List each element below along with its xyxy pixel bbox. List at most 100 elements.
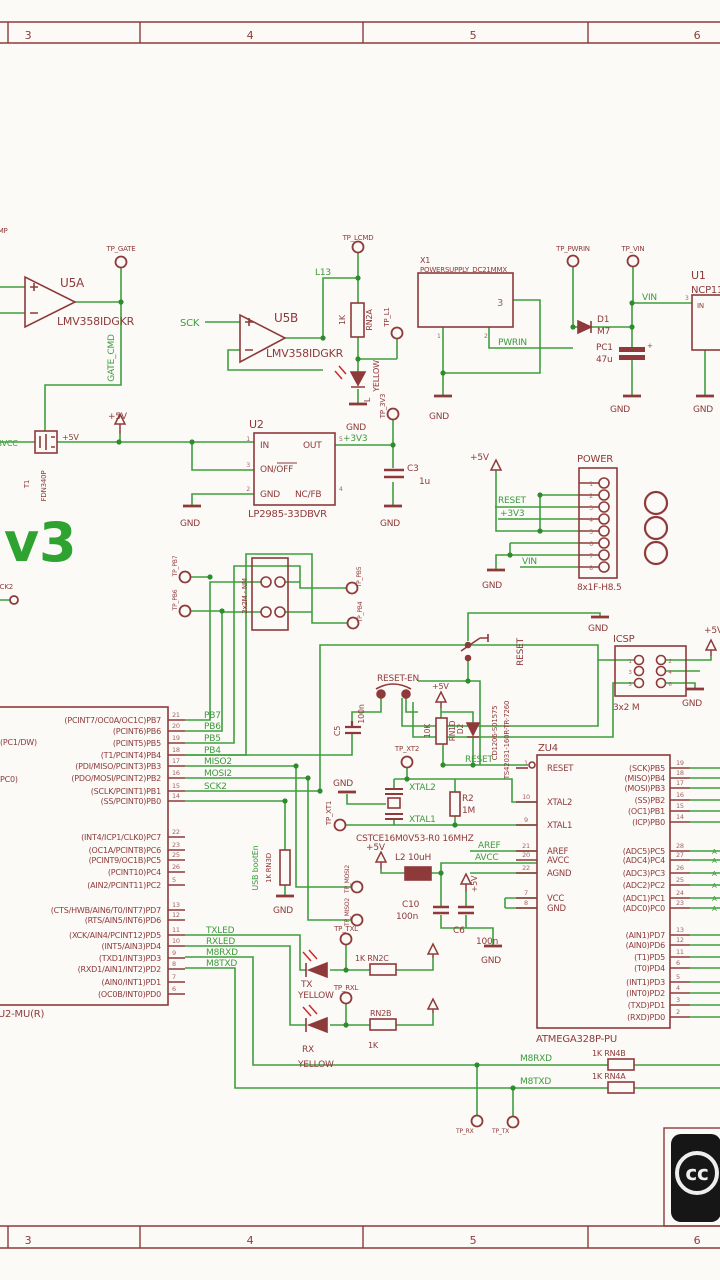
- u16-right-(SCLK/PCINT1)PB1: (SCLK/PCINT1)PB1: [91, 787, 161, 796]
- u16-frag-pc1: (PC1/DW): [0, 738, 37, 747]
- u16-right-pin-21: 21: [172, 711, 180, 719]
- tp-vin: [626, 254, 640, 268]
- rn3d-label: 1K RN3D: [265, 853, 273, 883]
- power-pin-2: [598, 489, 610, 501]
- r2-name: R2: [462, 794, 474, 804]
- u16-right-(TXD1/INT3)PD3: (TXD1/INT3)PD3: [99, 954, 161, 963]
- tp-pb6: [178, 604, 192, 618]
- tp-rx: [470, 1114, 484, 1128]
- zu4-reset-inv-pin: [528, 761, 536, 769]
- zu4-right-(SS)PB2: (SS)PB2: [635, 796, 666, 805]
- zu4-net-frag: A: [712, 895, 717, 903]
- power-pin-num-7: 7: [589, 553, 593, 560]
- u16-right-pin-7: 7: [172, 973, 176, 981]
- rn2a-value: 1K: [338, 314, 347, 325]
- u2-gnd-left: GND: [180, 519, 200, 529]
- zu4-right-pin-18: 18: [676, 769, 684, 777]
- rn3d-gnd: GND: [273, 906, 293, 916]
- d1-part: M7: [597, 327, 610, 337]
- rail-5v: +5V: [108, 412, 128, 422]
- power-pin-num-1: 1: [589, 481, 593, 488]
- icsp-pin-num-3: 3: [628, 670, 632, 676]
- u16-right-pin-23: 23: [172, 841, 180, 849]
- u1-in: IN: [697, 302, 704, 310]
- power-pin-num-6: 6: [589, 541, 593, 548]
- labels-layer: 34563456CMPU5ALMV358IDGKRTP_GATEGATE_CMD…: [0, 29, 720, 1247]
- zu4-right-pin-27: 27: [676, 851, 684, 859]
- u16-right-pin-19: 19: [172, 734, 180, 742]
- cap-c6: [458, 905, 474, 915]
- u2-gnd: GND: [260, 490, 280, 500]
- power-pin-num-4: 4: [589, 517, 593, 524]
- ruler-bottom-3: 3: [25, 1234, 32, 1247]
- l2-label: L2 10uH: [395, 853, 431, 863]
- net-reset-power: RESET: [498, 496, 527, 506]
- regulator-u2: [253, 432, 336, 506]
- btn-part: TS42031-160R-TR-7260: [503, 701, 511, 781]
- power-pin-8: [598, 561, 610, 573]
- wire-power-header: [495, 470, 579, 570]
- net-vin: VIN: [642, 293, 657, 303]
- resistor-rn4a: [607, 1081, 635, 1094]
- resonator-body: [387, 797, 401, 809]
- led-tx: [305, 961, 328, 979]
- c5-value: 100n: [357, 704, 366, 724]
- net-aref: AREF: [478, 841, 500, 851]
- net-m8rxd: M8RXD: [520, 1054, 552, 1064]
- u5a-name: U5A: [60, 276, 85, 290]
- tp-l1-label: TP_L1: [383, 307, 391, 327]
- tp-rxl-label: TP_RXL: [333, 984, 359, 992]
- pins-layer: [168, 477, 720, 1018]
- zu4-left-RESET: RESET: [547, 764, 574, 774]
- zu4-right-pin-12: 12: [676, 936, 684, 944]
- net-m8txd: M8TXD: [520, 1077, 551, 1087]
- u16-right-(PCINT6)PB6: (PCINT6)PB6: [113, 727, 161, 736]
- power-pin-5: [598, 525, 610, 537]
- power-5v: +5V: [470, 453, 490, 463]
- x1-pin2: 2: [484, 333, 488, 340]
- resonator-y1: [385, 788, 403, 820]
- tp-gate-label: TP_GATE: [106, 245, 136, 253]
- net-pb7: PB7: [204, 711, 221, 721]
- junction-dots: [116, 275, 635, 1091]
- u16-right-(PCINT7/OC0A/OC1C)PB7: (PCINT7/OC0A/OC1C)PB7: [64, 716, 161, 725]
- inductor-l2: [404, 866, 432, 881]
- resistor-rn2c: [369, 963, 397, 976]
- tp-pwrin: [566, 254, 580, 268]
- u16-right-pin-18: 18: [172, 746, 180, 754]
- tp-xt2: [400, 755, 414, 769]
- ruler-top-4: 4: [247, 29, 254, 42]
- tp-pb5: [345, 581, 359, 595]
- power-pin-num-2: 2: [589, 493, 593, 500]
- d1-name: D1: [597, 315, 609, 325]
- tp-pb4: [346, 616, 360, 630]
- u16-right-pin-13: 13: [172, 901, 180, 909]
- c6-name: C6: [453, 926, 465, 936]
- u2-in: IN: [260, 441, 269, 451]
- net-usbvcc: USBVCC: [0, 439, 18, 448]
- u16-right-pin-16: 16: [172, 769, 180, 777]
- icsp-pin-num-1: 1: [628, 659, 631, 665]
- btn-name: RESET: [516, 637, 526, 666]
- u2-pin2: 2: [246, 486, 250, 493]
- u2-ncfb: NC/FB: [295, 490, 321, 500]
- c3-gnd: GND: [380, 519, 400, 529]
- zu4-right-(RXD)PD0: (RXD)PD0: [627, 1013, 665, 1022]
- res-gnd: GND: [333, 779, 353, 789]
- zu4-right-(ADC1)PC1: (ADC1)PC1: [623, 894, 665, 903]
- led-l-color: YELLOW: [372, 360, 381, 393]
- u16-right-pin-25: 25: [172, 851, 180, 859]
- tp-txl: [339, 932, 353, 946]
- tp-vin-label: TP_VIN: [621, 245, 645, 253]
- resistor-rn1d: [435, 717, 448, 745]
- zu4-right-pin-11: 11: [676, 948, 684, 956]
- c10-name: C10: [402, 900, 420, 910]
- u16-right-pin-11: 11: [172, 926, 180, 934]
- zu4-part: ATMEGA328P-PU: [536, 1034, 617, 1045]
- tp-pb7: [178, 570, 192, 584]
- supply-arrows: [113, 412, 718, 1013]
- x1-pin1: 1: [437, 333, 441, 340]
- net-3v3: +3V3: [343, 434, 367, 444]
- net-m8txd-left: M8TXD: [206, 959, 237, 969]
